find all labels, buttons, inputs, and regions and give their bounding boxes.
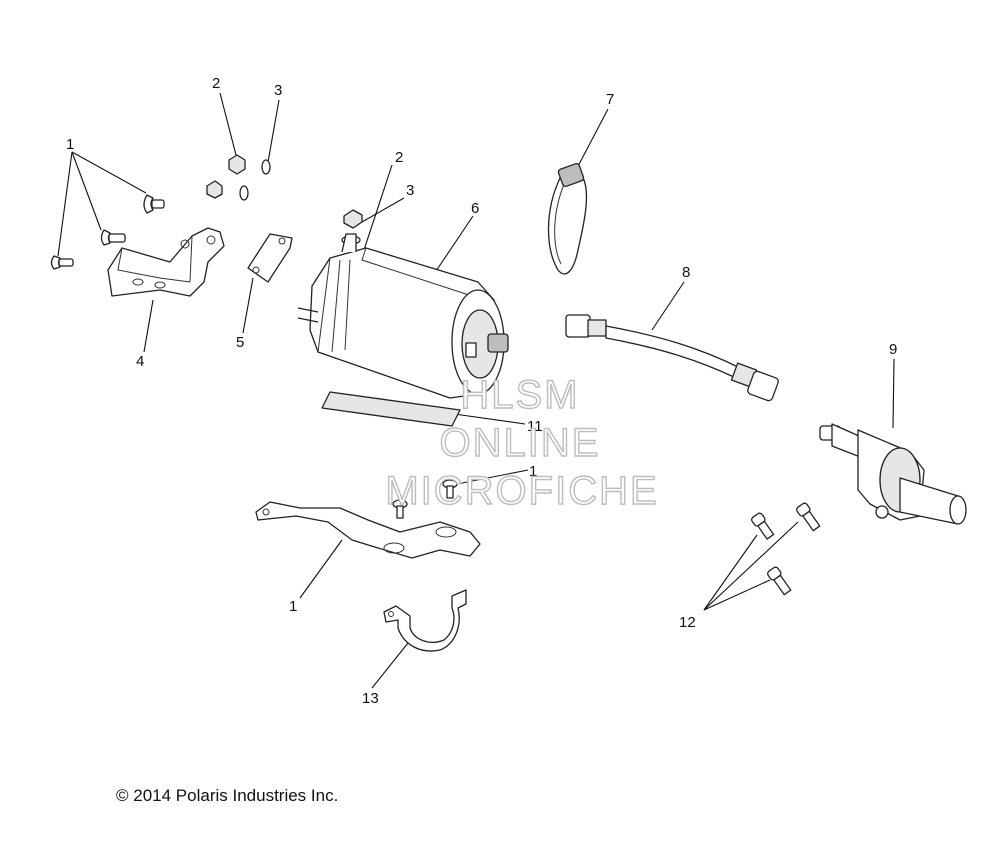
callout-1-left: 1: [66, 136, 74, 153]
callout-2-motor: 2: [395, 149, 403, 166]
starter-motor: [297, 233, 509, 399]
cap-screws: [751, 502, 821, 596]
callout-9: 9: [889, 341, 897, 358]
callout-8: 8: [682, 264, 690, 281]
callout-3-top: 3: [274, 82, 282, 99]
callout-12: 13: [362, 690, 379, 707]
callout-4: 4: [136, 353, 144, 370]
watermark-line-3: MICROFICHE: [385, 469, 658, 513]
callout-13: 1: [289, 598, 297, 615]
mounting-bracket: [107, 227, 225, 297]
callout-7: 7: [606, 91, 614, 108]
saddle-clamp: [383, 589, 467, 652]
watermark: HLSM ONLINE MICROFICHE: [385, 372, 658, 513]
callout-labels: 1 2 3 1 2 3 6 7 8 9 4 5 11 1 13 12: [66, 75, 897, 707]
callout-1-mid: 1: [529, 463, 537, 480]
callout-2-top: 2: [212, 75, 220, 92]
callout-6: 6: [471, 200, 479, 217]
terminal-plate: [247, 233, 293, 283]
band-clamp: [547, 162, 588, 275]
copyright-notice: © 2014 Polaris Industries Inc.: [116, 786, 339, 805]
callout-3-motor: 3: [406, 182, 414, 199]
callout-5: 5: [236, 334, 244, 351]
insulating-strip: [321, 391, 461, 427]
watermark-line-1: HLSM: [460, 373, 579, 417]
watermark-line-2: ONLINE: [440, 421, 601, 465]
callout-11: 11: [527, 418, 543, 435]
ground-bracket: [255, 501, 481, 559]
callout-10: 12: [679, 614, 696, 631]
rivet-1-middle-group: [392, 479, 458, 519]
rivet-1-group: [50, 194, 165, 270]
battery-cable: [565, 314, 779, 402]
nut-washer-top-group: [206, 154, 271, 201]
starter-drive: [819, 423, 967, 525]
